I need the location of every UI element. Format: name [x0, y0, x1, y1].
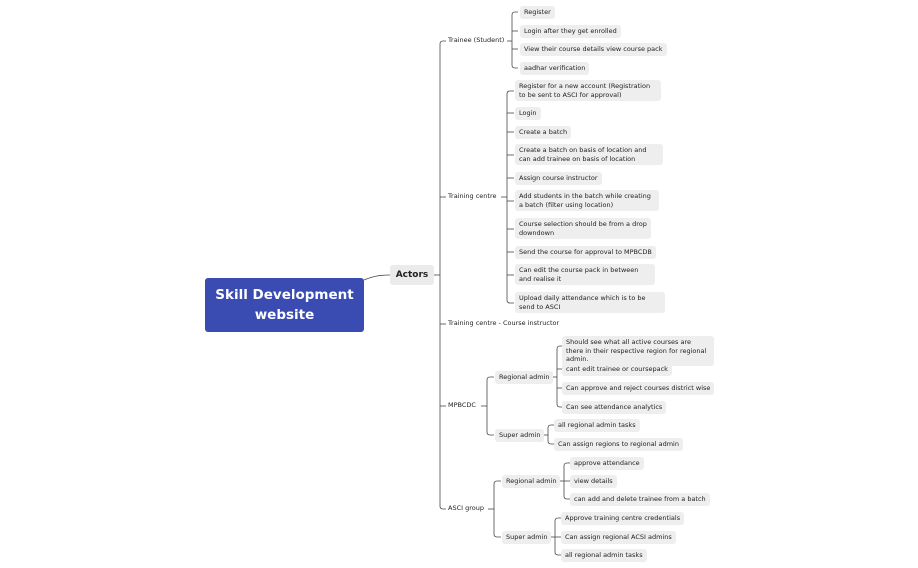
- training-centre-item-course-selection[interactable]: Course selection should be from a drop d…: [515, 218, 651, 239]
- training-centre-item-login[interactable]: Login: [515, 107, 541, 120]
- mpbcdc-super-item-assign-regions[interactable]: Can assign regions to regional admin: [554, 438, 683, 451]
- training-centre-item-send-approval[interactable]: Send the course for approval to MPBCDB: [515, 246, 656, 259]
- mpbcdc-branch[interactable]: MPBCDC: [448, 401, 476, 409]
- training-centre-branch[interactable]: Training centre: [448, 192, 497, 200]
- asci-super-item-all-tasks[interactable]: all regional admin tasks: [561, 549, 647, 562]
- asci-super-admin[interactable]: Super admin: [502, 531, 552, 544]
- asci-super-item-approve-credentials[interactable]: Approve training centre credentials: [561, 512, 685, 525]
- training-centre-item-edit-pack[interactable]: Can edit the course pack in between and …: [515, 264, 655, 285]
- training-centre-item-register[interactable]: Register for a new account (Registration…: [515, 80, 661, 101]
- asci-regional-item-view-details[interactable]: view details: [570, 475, 617, 488]
- course-instructor-branch[interactable]: Training centre - Course instructor: [448, 319, 560, 327]
- asci-group-branch[interactable]: ASCI group: [448, 504, 484, 512]
- root-topic[interactable]: Skill Development website: [205, 278, 364, 332]
- asci-regional-item-approve-attendance[interactable]: approve attendance: [570, 457, 644, 470]
- asci-regional-item-add-delete-trainee[interactable]: can add and delete trainee from a batch: [570, 493, 710, 506]
- trainee-item-login[interactable]: Login after they get enrolled: [520, 25, 621, 38]
- training-centre-item-create-batch[interactable]: Create a batch: [515, 126, 572, 139]
- trainee-branch[interactable]: Trainee (Student): [448, 36, 505, 44]
- training-centre-item-assign-instructor[interactable]: Assign course instructor: [515, 172, 602, 185]
- mpbcdc-regional-admin[interactable]: Regional admin: [495, 371, 554, 384]
- training-centre-item-upload-attendance[interactable]: Upload daily attendance which is to be s…: [515, 292, 665, 313]
- trainee-item-aadhar[interactable]: aadhar verification: [520, 62, 590, 75]
- mpbcdc-super-admin[interactable]: Super admin: [495, 429, 545, 442]
- trainee-item-register[interactable]: Register: [520, 6, 555, 19]
- root-title-line2: website: [254, 307, 315, 323]
- mpbcdc-regional-item-approve-reject[interactable]: Can approve and reject courses district …: [562, 382, 715, 395]
- asci-super-item-assign-acsi-admins[interactable]: Can assign regional ACSI admins: [561, 531, 676, 544]
- mpbcdc-regional-item-cant-edit[interactable]: cant edit trainee or coursepack: [562, 363, 672, 376]
- mpbcdc-regional-item-active-courses[interactable]: Should see what all active courses are t…: [562, 336, 714, 366]
- root-title-line1: Skill Development: [215, 287, 354, 303]
- training-centre-item-add-students[interactable]: Add students in the batch while creating…: [515, 190, 659, 211]
- actors-node[interactable]: Actors: [390, 265, 434, 285]
- trainee-item-view-course[interactable]: View their course details view course pa…: [520, 43, 667, 56]
- training-centre-item-batch-location[interactable]: Create a batch on basis of location and …: [515, 144, 663, 165]
- mpbcdc-super-item-all-tasks[interactable]: all regional admin tasks: [554, 419, 640, 432]
- mpbcdc-regional-item-attendance-analytics[interactable]: Can see attendance analytics: [562, 401, 667, 414]
- asci-regional-admin[interactable]: Regional admin: [502, 475, 561, 488]
